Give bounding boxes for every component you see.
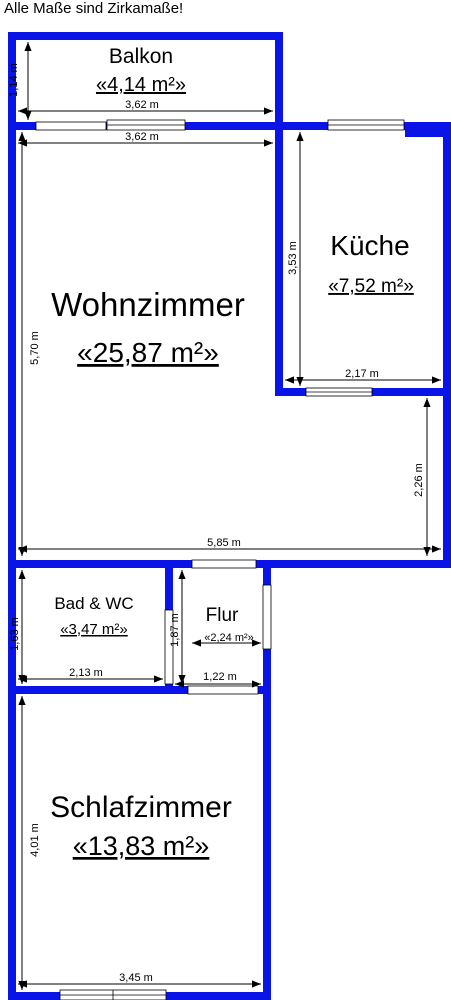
door-wohn-flur [191,559,257,569]
dim-wohn-height: 5,70 m [29,331,41,365]
dimension-lines [18,42,441,990]
dim-flur-height: 1,87 m [169,613,181,647]
dim-balkon-height: 1,14 m [8,63,20,97]
dim-kueche-width: 2,17 m [345,368,379,380]
door-flur-side [262,584,272,650]
door-bad [164,609,174,685]
door-balkon [35,121,107,131]
measurement-note: Alle Maße sind Zirkamaße! [4,0,184,17]
dimension-labels: 1,14 m 3,62 m 3,62 m 3,53 m 5,70 m 2,17 … [8,63,425,984]
room-area-bad: «3,47 m²» [60,621,128,638]
dim-bad-width: 2,13 m [69,667,103,679]
wall-schlaf-right [263,686,271,1000]
dim-schlaf-height: 4,01 m [29,823,41,857]
openings [35,119,405,1000]
wall-kueche-top-step [405,122,451,137]
room-area-balkon: «4,14 m²» [96,74,186,96]
wall-balkon-right [275,32,283,130]
room-name-schlafzimmer: Schlafzimmer [50,791,232,824]
room-name-wohnzimmer: Wohnzimmer [51,286,245,323]
room-labels: Balkon «4,14 m²» Küche «7,52 m²» Wohnzim… [50,45,414,861]
room-area-flur: «2,24 m²» [204,632,254,644]
room-area-kueche: «7,52 m²» [328,276,414,297]
room-name-bad: Bad & WC [54,594,133,613]
room-name-kueche: Küche [330,230,409,261]
wall-kueche-right [443,130,451,402]
room-name-balkon: Balkon [109,45,173,68]
dim-wohn-width-top: 3,62 m [125,131,159,143]
dim-wohn-step: 2,26 m [413,463,425,497]
room-name-flur: Flur [206,605,239,626]
door-schlaf [187,685,259,695]
dim-bad-height: 1,63 m [9,617,21,651]
dim-balkon-width: 3,62 m [125,99,159,111]
wall-balkon-left [8,32,16,130]
dim-kueche-height: 3,53 m [287,241,299,275]
wall-kueche-left [275,122,283,396]
wall-bad-bottom [8,686,271,694]
wall-wohn-right-lower [443,388,451,568]
wall-balkon-top [8,32,283,40]
room-area-wohnzimmer: «25,87 m²» [77,337,219,368]
dim-wohn-width-total: 5,85 m [207,537,241,549]
dim-schlaf-width: 3,45 m [119,972,153,984]
wall-balkon-wohn [8,122,444,130]
dim-flur-width: 1,22 m [203,671,237,683]
room-area-schlafzimmer: «13,83 m²» [73,831,210,861]
